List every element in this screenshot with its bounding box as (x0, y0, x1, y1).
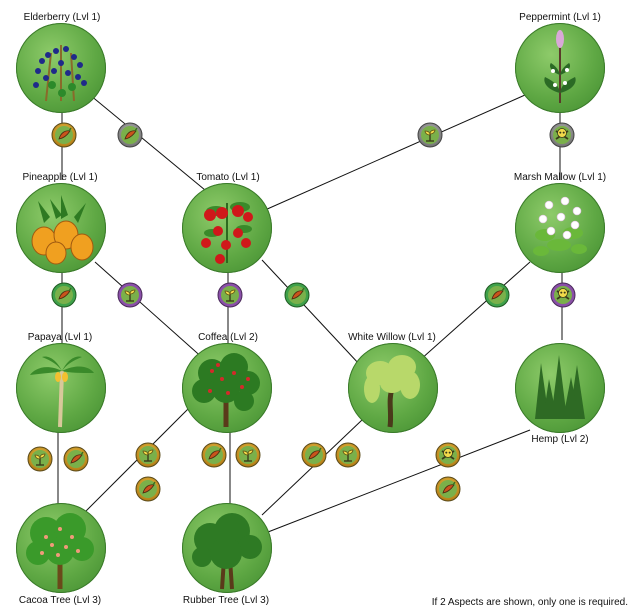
pineapple-node[interactable] (16, 183, 106, 273)
line-hemp-rubber (267, 429, 531, 533)
aspect-coffea-rubber-2 (235, 442, 261, 468)
peppermint-node[interactable] (515, 23, 605, 113)
aspect-peppermint-marsh (549, 122, 575, 148)
pineapple-icon (31, 195, 94, 265)
marsh-mallow-icon (533, 196, 587, 256)
pineapple-label: Pineapple (Lvl 1) (22, 172, 98, 183)
pepper-aspect-icon (201, 442, 227, 468)
aspect-peppermint-tomato (417, 122, 443, 148)
elderberry-node[interactable] (16, 23, 106, 113)
footnote-text: If 2 Aspects are shown, only one is requ… (431, 597, 628, 608)
rubber-tree-label: Rubber Tree (Lvl 3) (182, 595, 270, 606)
pepper-aspect-icon (51, 122, 77, 148)
line-tomato-willow (261, 259, 361, 366)
pepper-aspect-icon (435, 476, 461, 502)
aspect-papaya-cacoa-1 (27, 446, 53, 472)
white-willow-icon (364, 355, 420, 428)
white-willow-node[interactable] (348, 343, 438, 433)
aspect-papaya-cacoa-2 (63, 446, 89, 472)
rubber-tree-icon (192, 513, 262, 590)
sprout-aspect-icon (417, 122, 443, 148)
aspect-coffea-cacoa-2 (135, 476, 161, 502)
aspect-willow-rubber-2 (335, 442, 361, 468)
marsh-mallow-node[interactable] (515, 183, 605, 273)
aspect-marsh-hemp (550, 282, 576, 308)
skull-aspect-icon (435, 442, 461, 468)
aspect-hemp-rubber-1 (435, 442, 461, 468)
sprout-aspect-icon (117, 282, 143, 308)
pepper-aspect-icon (63, 446, 89, 472)
skull-aspect-icon (550, 282, 576, 308)
hemp-node[interactable] (515, 343, 605, 433)
aspect-pineapple-papaya (51, 282, 77, 308)
line-marsh-willow (419, 261, 531, 361)
tomato-node[interactable] (182, 183, 272, 273)
hemp-label: Hemp (Lvl 2) (531, 434, 589, 445)
pepper-aspect-icon (284, 282, 310, 308)
coffea-label: Coffea (Lvl 2) (198, 332, 258, 343)
elderberry-label: Elderberry (Lvl 1) (23, 12, 101, 23)
marsh-mallow-label: Marsh Mallow (Lvl 1) (513, 172, 607, 183)
white-willow-label: White Willow (Lvl 1) (348, 332, 436, 343)
papaya-node[interactable] (16, 343, 106, 433)
skull-aspect-icon (549, 122, 575, 148)
aspect-pineapple-coffea (117, 282, 143, 308)
rubber-tree-node[interactable] (182, 503, 272, 593)
line-pineapple-coffea (94, 261, 206, 361)
sprout-aspect-icon (335, 442, 361, 468)
aspect-coffea-rubber-1 (201, 442, 227, 468)
sprout-aspect-icon (235, 442, 261, 468)
papaya-label: Papaya (Lvl 1) (27, 332, 93, 343)
aspect-elderberry-pineapple (51, 122, 77, 148)
peppermint-icon (544, 30, 576, 103)
aspect-willow-rubber-1 (301, 442, 327, 468)
pepper-aspect-icon (117, 122, 143, 148)
aspect-elderberry-tomato (117, 122, 143, 148)
cacoa-tree-label: Cacoa Tree (Lvl 3) (18, 595, 102, 606)
aspect-coffea-cacoa-1 (135, 442, 161, 468)
peppermint-label: Peppermint (Lvl 1) (519, 12, 601, 23)
coffea-icon (192, 353, 260, 427)
line-willow-rubber (261, 419, 363, 516)
aspect-tomato-coffea (217, 282, 243, 308)
sprout-aspect-icon (217, 282, 243, 308)
papaya-icon (30, 356, 94, 428)
sprout-aspect-icon (27, 446, 53, 472)
cacoa-tree-node[interactable] (16, 503, 106, 593)
cacoa-tree-icon (26, 513, 94, 589)
pepper-aspect-icon (135, 476, 161, 502)
aspect-marsh-willow (484, 282, 510, 308)
elderberry-icon (33, 45, 87, 102)
aspect-hemp-rubber-2 (435, 476, 461, 502)
sprout-aspect-icon (135, 442, 161, 468)
line-peppermint-tomato (264, 94, 526, 211)
aspect-tomato-willow (284, 282, 310, 308)
line-elderberry-tomato (89, 94, 206, 191)
tomato-icon (201, 202, 253, 264)
pepper-aspect-icon (484, 282, 510, 308)
pepper-aspect-icon (51, 282, 77, 308)
pepper-aspect-icon (301, 442, 327, 468)
hemp-icon (535, 355, 585, 419)
coffea-node[interactable] (182, 343, 272, 433)
tomato-label: Tomato (Lvl 1) (196, 172, 260, 183)
